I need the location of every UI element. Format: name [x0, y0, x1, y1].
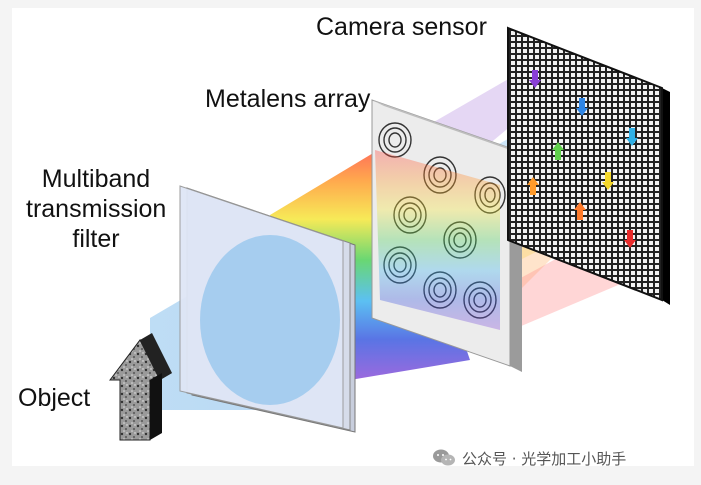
- sensor-mark-arrow: [527, 177, 539, 195]
- filter-label-line-3: filter: [72, 225, 120, 253]
- sensor-marks: [527, 70, 638, 248]
- metalens-array-label: Metalens array: [205, 85, 371, 113]
- multiband-filter-label: Multiband transmission filter: [26, 164, 166, 254]
- camera-sensor-label: Camera sensor: [316, 13, 487, 41]
- camera-sensor: [507, 26, 670, 305]
- sensor-mark-arrow: [602, 172, 614, 190]
- wechat-icon: [433, 449, 455, 466]
- sensor-mark-arrow: [552, 142, 564, 160]
- object-arrow: [109, 333, 172, 441]
- sensor-mark-arrow: [574, 202, 586, 220]
- filter-label-line-1: Multiband: [41, 165, 151, 193]
- object-label: Object: [18, 384, 91, 412]
- watermark-text: 公众号 · 光学加工小助手: [462, 449, 627, 468]
- metalens-array: [371, 99, 522, 372]
- multiband-filter: [179, 185, 356, 433]
- filter-label-line-2: transmission: [26, 195, 167, 223]
- watermark: 公众号 · 光学加工小助手: [432, 445, 626, 471]
- sensor-mark-arrow: [576, 98, 588, 116]
- sensor-mark-arrow: [529, 70, 541, 88]
- sensor-mark-arrow: [626, 128, 638, 146]
- sensor-mark-arrow: [624, 230, 636, 248]
- filter-transmitted-spot: [200, 235, 340, 405]
- metalens-color-overlay: [375, 150, 500, 330]
